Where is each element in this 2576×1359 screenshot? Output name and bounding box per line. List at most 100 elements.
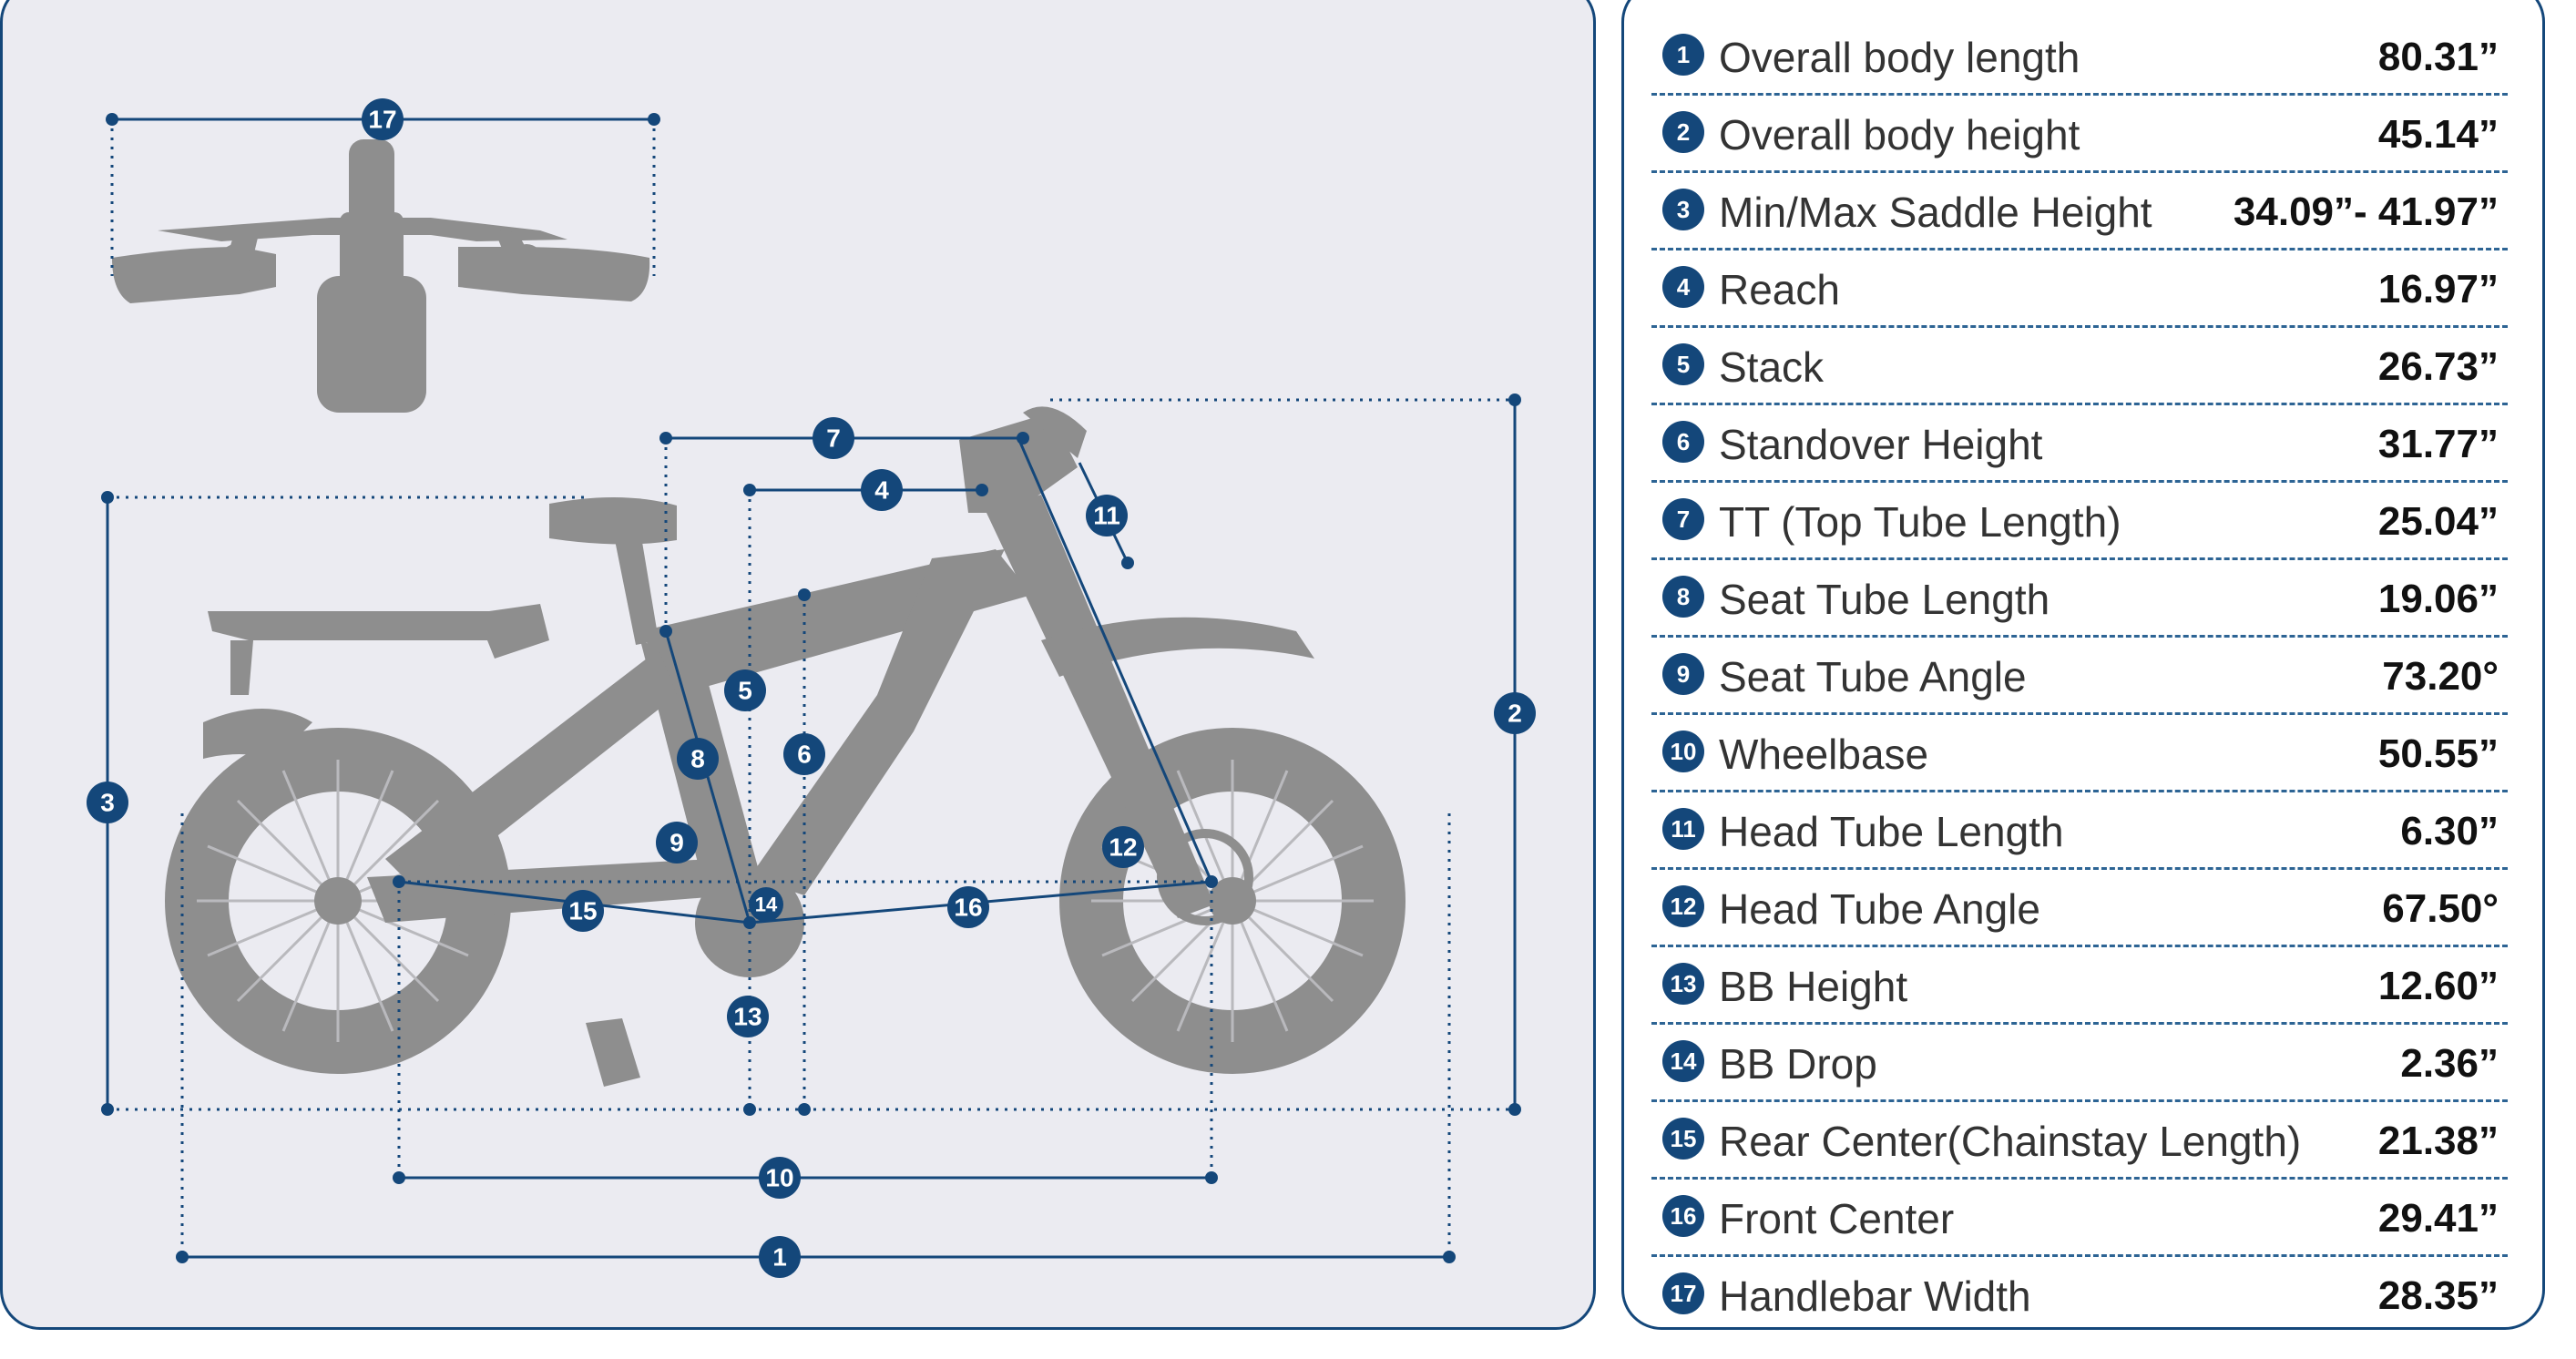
spec-label: Rear Center(Chainstay Length) — [1719, 1118, 2302, 1165]
spec-label: Standover Height — [1719, 421, 2043, 468]
spec-value: 31.77” — [2377, 422, 2499, 466]
spec-value: 50.55” — [2377, 731, 2499, 776]
bike-frame — [203, 406, 1314, 1087]
badge-5: 5 — [724, 669, 766, 711]
spec-number-badge: 4 — [1662, 266, 1704, 308]
svg-text:13: 13 — [733, 1003, 762, 1031]
spec-value: 73.20° — [2382, 654, 2499, 699]
spec-label: Overall body height — [1719, 111, 2080, 158]
spec-row: 11 Head Tube Length 6.30” — [1651, 791, 2508, 870]
spec-row: 9 Seat Tube Angle 73.20° — [1651, 636, 2508, 715]
spec-number-badge: 13 — [1662, 963, 1704, 1005]
dimension-badges: 17 7 4 11 5 2 8 6 3 9 12 14 15 16 13 10 … — [87, 98, 1536, 1278]
spec-value: 45.14” — [2377, 112, 2499, 157]
spec-number-badge: 2 — [1662, 111, 1704, 153]
spec-row: 3 Min/Max Saddle Height 34.09”- 41.97” — [1651, 171, 2508, 250]
spec-number-badge: 5 — [1662, 343, 1704, 385]
spec-label: Seat Tube Length — [1719, 576, 2050, 623]
spec-value: 67.50° — [2382, 886, 2499, 931]
badge-7: 7 — [813, 417, 854, 459]
spec-value: 28.35” — [2377, 1273, 2499, 1318]
spec-number-badge: 8 — [1662, 576, 1704, 618]
spec-row: 2 Overall body height 45.14” — [1651, 94, 2508, 173]
spec-number-badge: 1 — [1662, 34, 1704, 76]
badge-12: 12 — [1102, 826, 1144, 868]
badge-16: 16 — [947, 886, 989, 928]
spec-number-badge: 10 — [1662, 731, 1704, 772]
spec-row: 10 Wheelbase 50.55” — [1651, 713, 2508, 792]
svg-text:7: 7 — [826, 424, 841, 453]
handlebar-top-view — [112, 139, 650, 413]
badge-15: 15 — [562, 890, 604, 932]
svg-text:10: 10 — [765, 1164, 793, 1192]
spec-label: Overall body length — [1719, 34, 2080, 81]
spec-row: 15 Rear Center(Chainstay Length) 21.38” — [1651, 1100, 2508, 1180]
svg-text:2: 2 — [1508, 700, 1522, 728]
badge-6: 6 — [783, 733, 825, 775]
spec-value: 80.31” — [2377, 35, 2499, 79]
badge-9: 9 — [656, 822, 698, 863]
spec-value: 6.30” — [2400, 809, 2499, 853]
svg-text:6: 6 — [797, 741, 812, 769]
spec-row: 17 Handlebar Width 28.35” — [1651, 1255, 2508, 1332]
spec-value: 21.38” — [2377, 1119, 2499, 1163]
spec-label: Front Center — [1719, 1195, 1955, 1242]
spec-label: BB Height — [1719, 963, 1908, 1010]
badge-3: 3 — [87, 782, 128, 823]
svg-text:11: 11 — [1093, 502, 1120, 530]
svg-text:1: 1 — [772, 1243, 787, 1272]
spec-number-badge: 17 — [1662, 1272, 1704, 1314]
svg-text:14: 14 — [755, 894, 778, 916]
bike-geometry-diagram: 17 7 4 11 5 2 8 6 3 9 12 14 15 16 13 10 … — [87, 98, 1536, 1278]
spec-label: Head Tube Angle — [1719, 885, 2040, 933]
svg-text:4: 4 — [874, 476, 889, 505]
badge-1: 1 — [759, 1236, 801, 1278]
spec-number-badge: 15 — [1662, 1118, 1704, 1160]
spec-value: 12.60” — [2377, 964, 2499, 1008]
spec-table-panel: 1 Overall body length 80.31” 2 Overall b… — [1621, 0, 2545, 1330]
badge-2: 2 — [1494, 692, 1536, 734]
badge-13: 13 — [727, 996, 769, 1037]
spec-row: 4 Reach 16.97” — [1651, 249, 2508, 328]
spec-number-badge: 3 — [1662, 189, 1704, 230]
spec-number-badge: 6 — [1662, 421, 1704, 463]
spec-number-badge: 11 — [1662, 808, 1704, 850]
spec-label: Wheelbase — [1719, 731, 1929, 778]
badge-11: 11 — [1086, 495, 1128, 536]
svg-text:16: 16 — [954, 894, 982, 922]
spec-row: 16 Front Center 29.41” — [1651, 1178, 2508, 1257]
badge-14: 14 — [749, 887, 783, 922]
spec-row: 6 Standover Height 31.77” — [1651, 404, 2508, 483]
spec-label: Reach — [1719, 266, 1840, 313]
spec-row: 5 Stack 26.73” — [1651, 326, 2508, 405]
svg-text:15: 15 — [568, 897, 597, 925]
svg-text:12: 12 — [1109, 833, 1137, 862]
spec-value: 34.09”- 41.97” — [2233, 189, 2499, 234]
spec-label: Handlebar Width — [1719, 1272, 2031, 1320]
svg-text:3: 3 — [100, 789, 115, 817]
spec-row: 12 Head Tube Angle 67.50° — [1651, 868, 2508, 947]
spec-number-badge: 14 — [1662, 1040, 1704, 1082]
spec-value: 19.06” — [2377, 577, 2499, 621]
spec-number-badge: 12 — [1662, 885, 1704, 927]
spec-row: 13 BB Height 12.60” — [1651, 945, 2508, 1025]
spec-number-badge: 9 — [1662, 653, 1704, 695]
spec-label: BB Drop — [1719, 1040, 1877, 1088]
svg-text:9: 9 — [670, 829, 684, 857]
spec-number-badge: 16 — [1662, 1195, 1704, 1237]
spec-number-badge: 7 — [1662, 498, 1704, 540]
svg-text:8: 8 — [690, 745, 705, 773]
badge-10: 10 — [759, 1157, 801, 1199]
spec-row: 7 TT (Top Tube Length) 25.04” — [1651, 481, 2508, 560]
spec-value: 29.41” — [2377, 1196, 2499, 1241]
spec-value: 2.36” — [2400, 1041, 2499, 1086]
spec-row: 1 Overall body length 80.31” — [1651, 16, 2508, 96]
spec-value: 16.97” — [2377, 267, 2499, 312]
badge-17: 17 — [362, 98, 404, 140]
front-wheel — [1059, 728, 1406, 1074]
dimension-endpoints — [101, 113, 1521, 1263]
spec-label: Head Tube Length — [1719, 808, 2064, 855]
badge-8: 8 — [677, 738, 719, 780]
spec-value: 25.04” — [2377, 499, 2499, 544]
geometry-diagram-panel: 17 7 4 11 5 2 8 6 3 9 12 14 15 16 13 10 … — [0, 0, 1596, 1330]
